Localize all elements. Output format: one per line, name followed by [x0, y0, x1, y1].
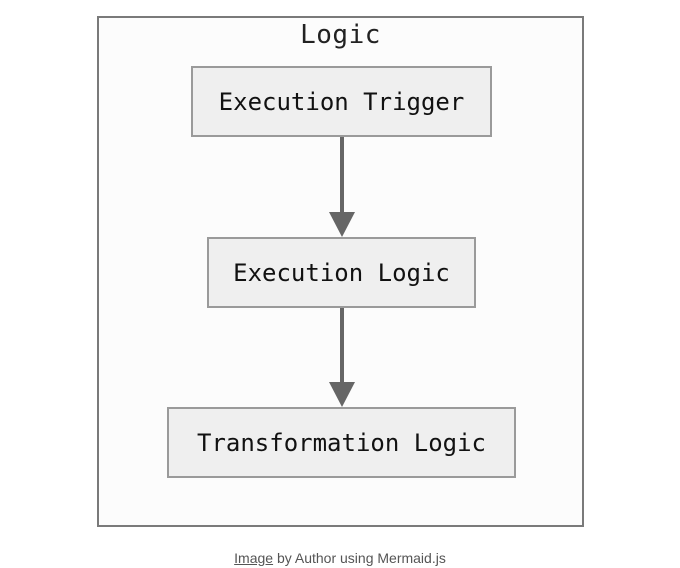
- node-label: Transformation Logic: [197, 428, 486, 457]
- node-transformation-logic: Transformation Logic: [167, 407, 516, 478]
- cluster-title: Logic: [300, 20, 381, 50]
- caption-image-link[interactable]: Image: [234, 550, 274, 566]
- image-caption: Image by Author using Mermaid.js: [0, 550, 680, 566]
- caption-text: by Author using Mermaid.js: [273, 550, 446, 566]
- node-execution-trigger: Execution Trigger: [191, 66, 492, 137]
- node-label: Execution Logic: [233, 258, 450, 287]
- node-label: Execution Trigger: [218, 87, 465, 116]
- node-execution-logic: Execution Logic: [207, 237, 476, 308]
